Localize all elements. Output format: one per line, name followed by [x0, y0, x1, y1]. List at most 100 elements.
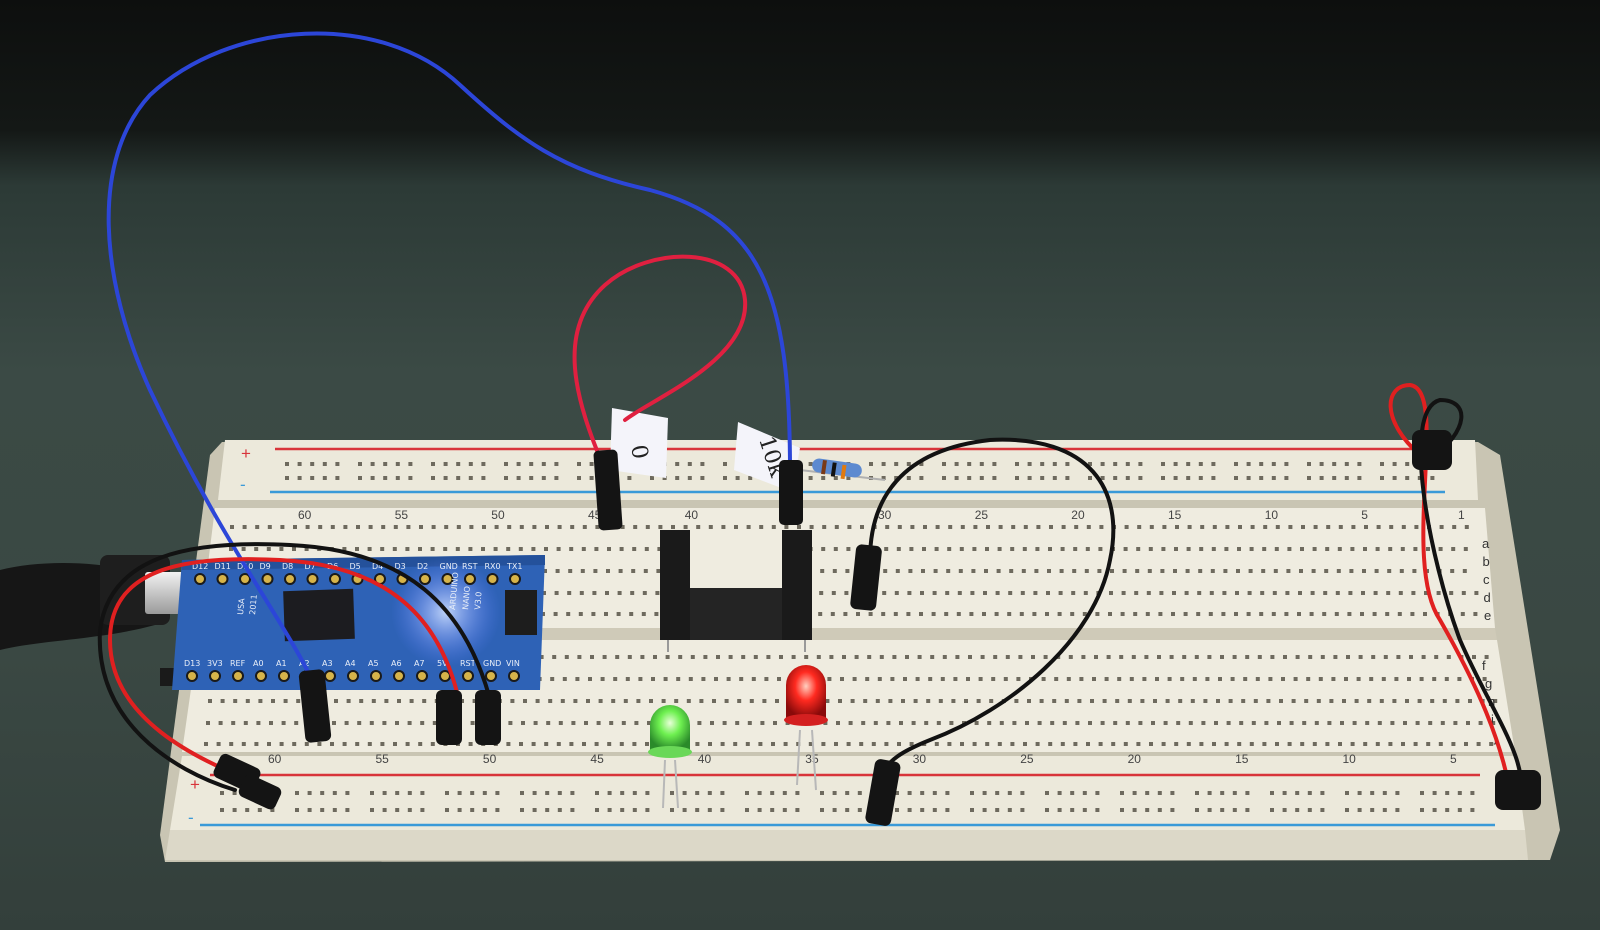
breadboard-hole: [594, 742, 599, 746]
breadboard-hole: [946, 569, 951, 573]
breadboard-hole: [1307, 808, 1312, 812]
breadboard-hole: [1073, 547, 1078, 551]
breadboard-hole: [1060, 742, 1065, 746]
breadboard-hole: [310, 462, 315, 466]
breadboard-hole: [356, 525, 360, 529]
breadboard-hole: [1058, 591, 1063, 595]
breadboard-hole: [305, 525, 310, 529]
breadboard-hole: [1413, 742, 1418, 746]
breadboard-hole: [1104, 677, 1109, 681]
breadboard-hole: [1115, 699, 1120, 703]
breadboard-hole: [928, 677, 933, 681]
breadboard-hole: [1144, 655, 1149, 659]
breadboard-hole: [541, 476, 546, 480]
breadboard-hole: [910, 525, 915, 529]
breadboard-hole: [842, 655, 846, 659]
breadboard-hole: [881, 476, 886, 480]
breadboard-hole: [1057, 612, 1062, 616]
breadboard-hole: [1352, 721, 1357, 725]
breadboard-hole: [716, 655, 720, 659]
breadboard-hole: [895, 808, 899, 812]
breadboard-hole: [420, 721, 425, 725]
breadboard-hole: [1106, 655, 1111, 659]
breadboard-hole: [958, 569, 963, 573]
breadboard-hole: [1133, 612, 1138, 616]
breadboard-hole: [632, 791, 637, 795]
rail-minus-top: -: [240, 475, 246, 494]
breadboard-hole: [1127, 699, 1132, 703]
breadboard-hole: [735, 721, 740, 725]
column-number: 25: [975, 508, 989, 522]
breadboard-hole: [884, 547, 889, 551]
breadboard-hole: [208, 699, 212, 703]
breadboard-hole: [1403, 721, 1407, 725]
breadboard-hole: [797, 525, 801, 529]
breadboard-hole: [1405, 476, 1410, 480]
breadboard-hole: [1023, 742, 1027, 746]
breadboard-hole: [971, 569, 976, 573]
breadboard-hole: [430, 547, 435, 551]
breadboard-hole: [1198, 569, 1203, 573]
breadboard-hole: [846, 547, 851, 551]
breadboard-hole: [696, 525, 701, 529]
breadboard-hole: [976, 699, 981, 703]
breadboard-hole: [592, 591, 597, 595]
breadboard-hole: [1400, 547, 1405, 551]
breadboard-hole: [1357, 476, 1362, 480]
breadboard-hole: [651, 677, 655, 681]
breadboard-hole: [1157, 791, 1162, 795]
breadboard-hole: [909, 547, 914, 551]
breadboard-hole: [620, 525, 625, 529]
breadboard-hole: [420, 808, 425, 812]
breadboard-hole: [1062, 721, 1067, 725]
breadboard-hole: [982, 791, 987, 795]
breadboard-hole: [969, 612, 974, 616]
breadboard-hole: [932, 591, 937, 595]
breadboard-hole: [1110, 569, 1114, 573]
breadboard-hole: [241, 547, 246, 551]
breadboard-hole: [1421, 655, 1426, 659]
breadboard-hole: [1414, 525, 1419, 529]
breadboard-hole: [1088, 721, 1092, 725]
breadboard-hole: [395, 462, 400, 466]
breadboard-hole: [832, 808, 837, 812]
breadboard-hole: [1226, 721, 1231, 725]
breadboard-hole: [1377, 721, 1382, 725]
breadboard-hole: [1300, 742, 1305, 746]
breadboard-hole: [241, 742, 246, 746]
breadboard-hole: [1344, 462, 1349, 466]
breadboard-hole: [845, 569, 850, 573]
photo-interrupter: [660, 530, 812, 652]
pin-label: A1: [276, 659, 287, 668]
breadboard-hole: [1307, 791, 1312, 795]
breadboard-hole: [970, 591, 975, 595]
breadboard-hole: [295, 791, 299, 795]
breadboard-hole: [791, 655, 796, 659]
breadboard-hole: [456, 462, 461, 466]
breadboard-hole: [370, 791, 374, 795]
breadboard-hole: [457, 808, 462, 812]
breadboard-hole: [675, 476, 680, 480]
arduino-nano: ARDUINO NANO V3.0 2011 USA: [160, 555, 545, 690]
breadboard-hole: [257, 808, 262, 812]
breadboard-hole: [1407, 677, 1411, 681]
breadboard-hole: [645, 525, 650, 529]
breadboard-hole: [808, 476, 813, 480]
breadboard-hole: [508, 721, 513, 725]
breadboard-hole: [470, 791, 475, 795]
breadboard-hole: [932, 808, 937, 812]
breadboard-hole: [656, 569, 661, 573]
breadboard-hole: [748, 476, 753, 480]
breadboard-hole: [856, 612, 860, 616]
row-letter: i: [1491, 712, 1494, 727]
breadboard-hole: [1282, 791, 1287, 795]
breadboard-hole: [1304, 699, 1309, 703]
breadboard-hole: [266, 547, 271, 551]
breadboard-hole: [283, 699, 288, 703]
breadboard-hole: [1277, 721, 1281, 725]
breadboard-hole: [531, 742, 536, 746]
breadboard-hole: [1284, 476, 1289, 480]
breadboard-hole: [845, 791, 850, 795]
breadboard-hole: [220, 808, 224, 812]
column-number: 10: [1265, 508, 1279, 522]
